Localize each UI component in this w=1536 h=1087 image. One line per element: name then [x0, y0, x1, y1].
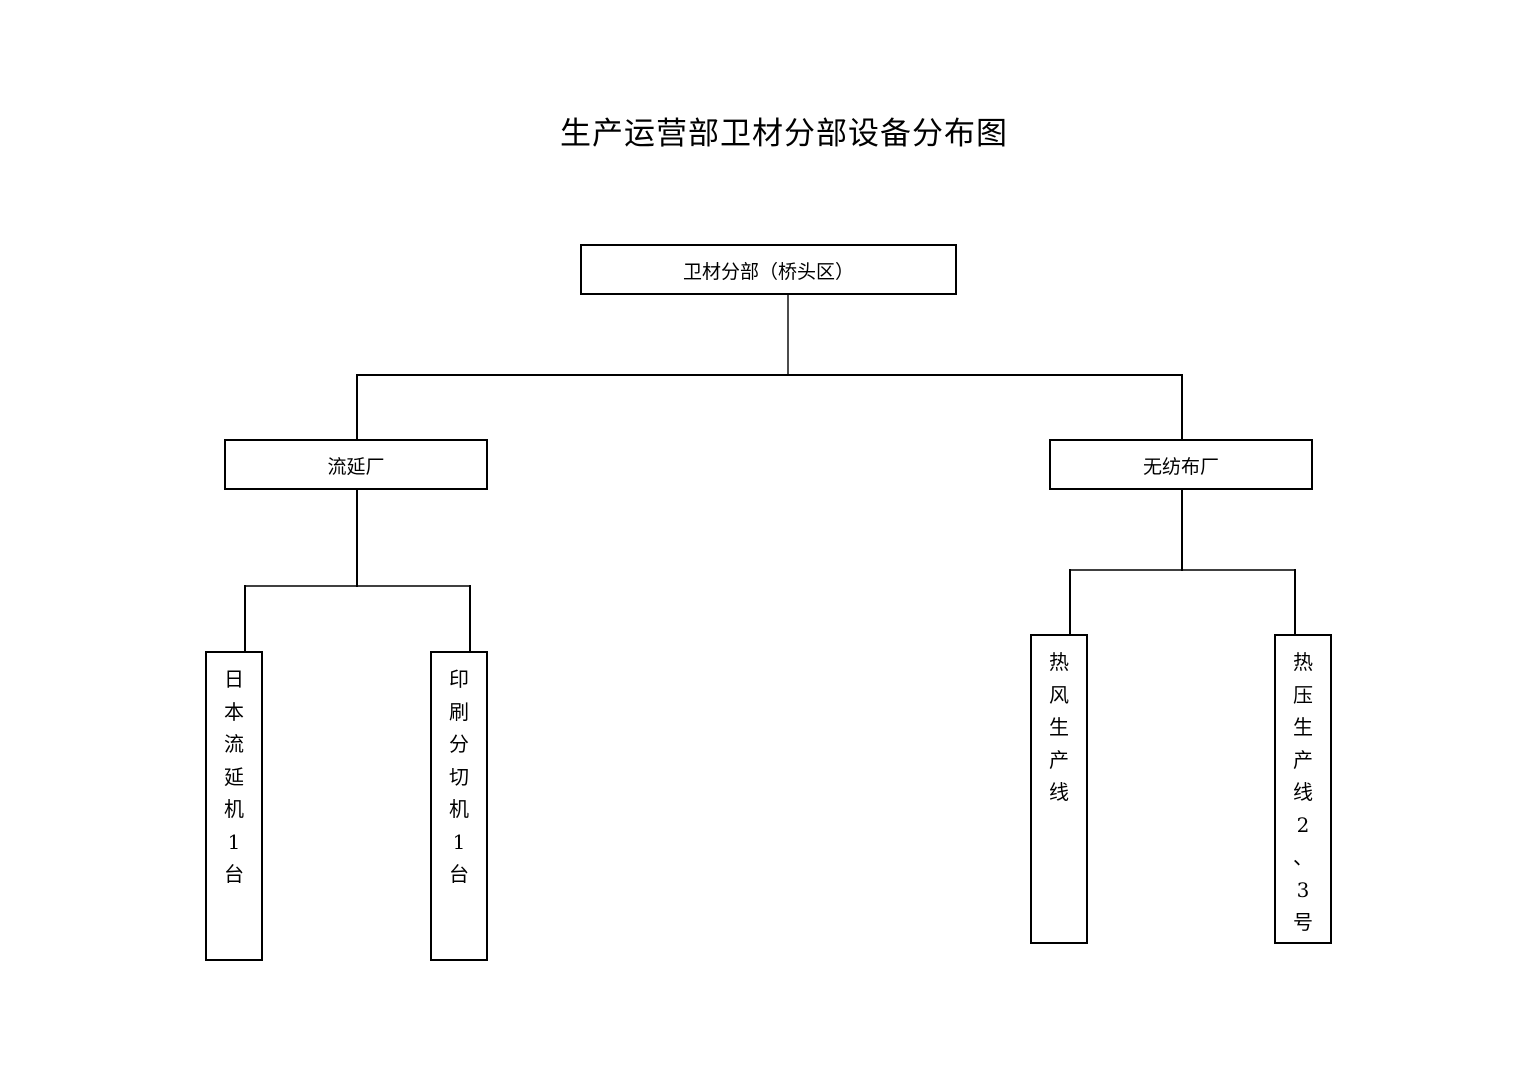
factory-node-nonwoven: 无纺布厂	[1049, 439, 1313, 490]
equipment-node-hot-press-line: 热 压 生 产 线 2 、 3 号	[1274, 634, 1332, 944]
equipment-node-casting-machine: 日 本 流 延 机 1 台	[205, 651, 263, 961]
root-node-label: 卫材分部（桥头区）	[682, 260, 854, 283]
equipment-node-hot-air-line: 热 风 生 产 线	[1030, 634, 1088, 944]
page-title: 生产运营部卫材分部设备分布图	[560, 116, 1008, 152]
equipment-node-printing-slitter: 印 刷 分 切 机 1 台	[430, 651, 488, 961]
equipment-node-label: 印 刷 分 切 机 1 台	[449, 667, 469, 886]
equipment-node-label: 热 压 生 产 线 2 、 3 号	[1293, 650, 1313, 934]
factory-node-casting: 流延厂	[224, 439, 488, 490]
equipment-node-label: 日 本 流 延 机 1 台	[224, 667, 244, 886]
equipment-node-label: 热 风 生 产 线	[1049, 650, 1069, 804]
factory-node-label: 流延厂	[327, 455, 385, 478]
factory-node-label: 无纺布厂	[1142, 455, 1219, 478]
root-node: 卫材分部（桥头区）	[580, 244, 957, 295]
